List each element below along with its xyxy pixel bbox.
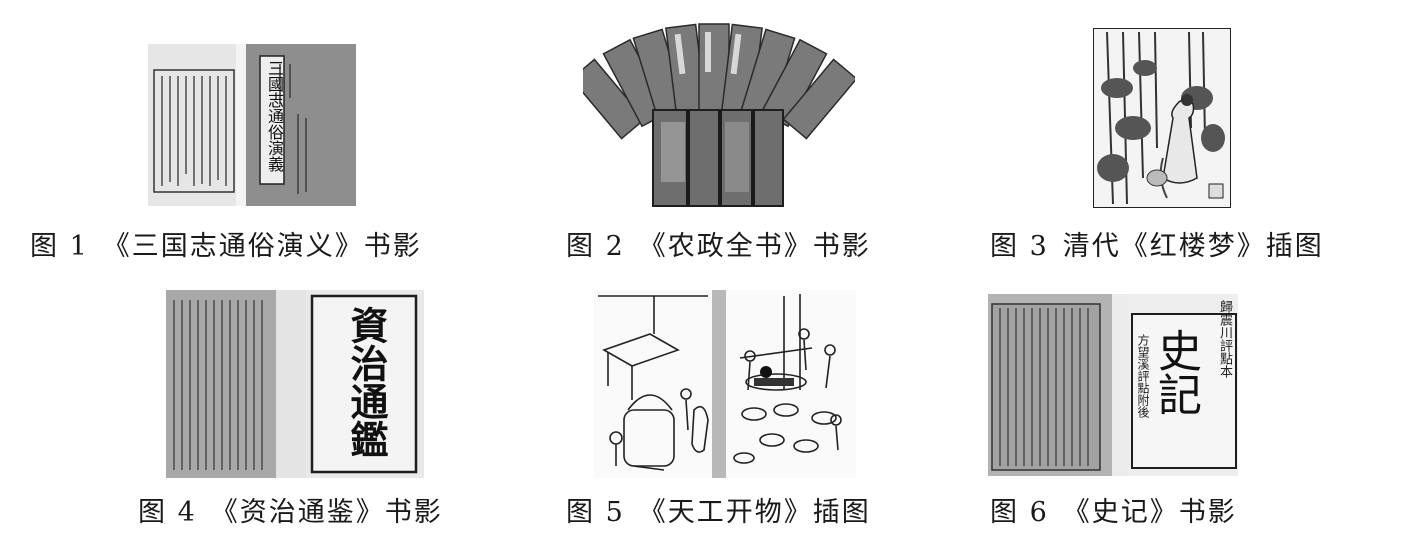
figure-6-side-text-1: 歸震川評點本 <box>1217 300 1232 378</box>
figure-3-caption: 图 3 清代《红楼梦》插图 <box>990 224 1324 263</box>
figure-1-label: 图 1 <box>30 231 89 262</box>
figure-5-image <box>594 290 856 478</box>
figure-6-caption: 图 6 《史记》书影 <box>990 490 1237 529</box>
figure-6-image: 史記 歸震川評點本 方望溪評點附後 <box>988 294 1238 476</box>
figure-2-caption-text: 《农政全书》书影 <box>638 231 871 262</box>
figure-5-caption-text: 《天工开物》插图 <box>638 497 871 528</box>
figure-3-caption-text: 清代《红楼梦》插图 <box>1062 231 1324 262</box>
figure-4-label: 图 4 <box>138 497 197 528</box>
figure-4-image: 資治通鑑 <box>166 290 424 478</box>
figure-6-cover-title: 史記 <box>1150 328 1201 416</box>
figure-3-image <box>1093 28 1231 208</box>
figure-6-label: 图 6 <box>990 497 1049 528</box>
figure-6-side-text-2: 方望溪評點附後 <box>1136 334 1150 418</box>
figure-1-caption: 图 1 《三国志通俗演义》书影 <box>30 224 422 263</box>
figure-2-caption: 图 2 《农政全书》书影 <box>566 224 871 263</box>
figure-6-caption-text: 《史记》书影 <box>1062 497 1237 528</box>
figure-1-image: 三國志通俗演義 <box>148 44 356 206</box>
figure-3-label: 图 3 <box>990 231 1049 262</box>
figure-1-caption-text: 《三国志通俗演义》书影 <box>102 231 422 262</box>
figure-4-caption: 图 4 《资治通鉴》书影 <box>138 490 443 529</box>
figure-5-label: 图 5 <box>566 497 625 528</box>
figure-1-cover-title: 三國志通俗演義 <box>265 60 284 172</box>
figure-5-caption: 图 5 《天工开物》插图 <box>566 490 871 529</box>
figure-2-image <box>583 20 855 212</box>
figure-4-caption-text: 《资治通鉴》书影 <box>210 497 443 528</box>
figure-2-label: 图 2 <box>566 231 625 262</box>
figure-4-cover-title: 資治通鑑 <box>344 306 389 458</box>
